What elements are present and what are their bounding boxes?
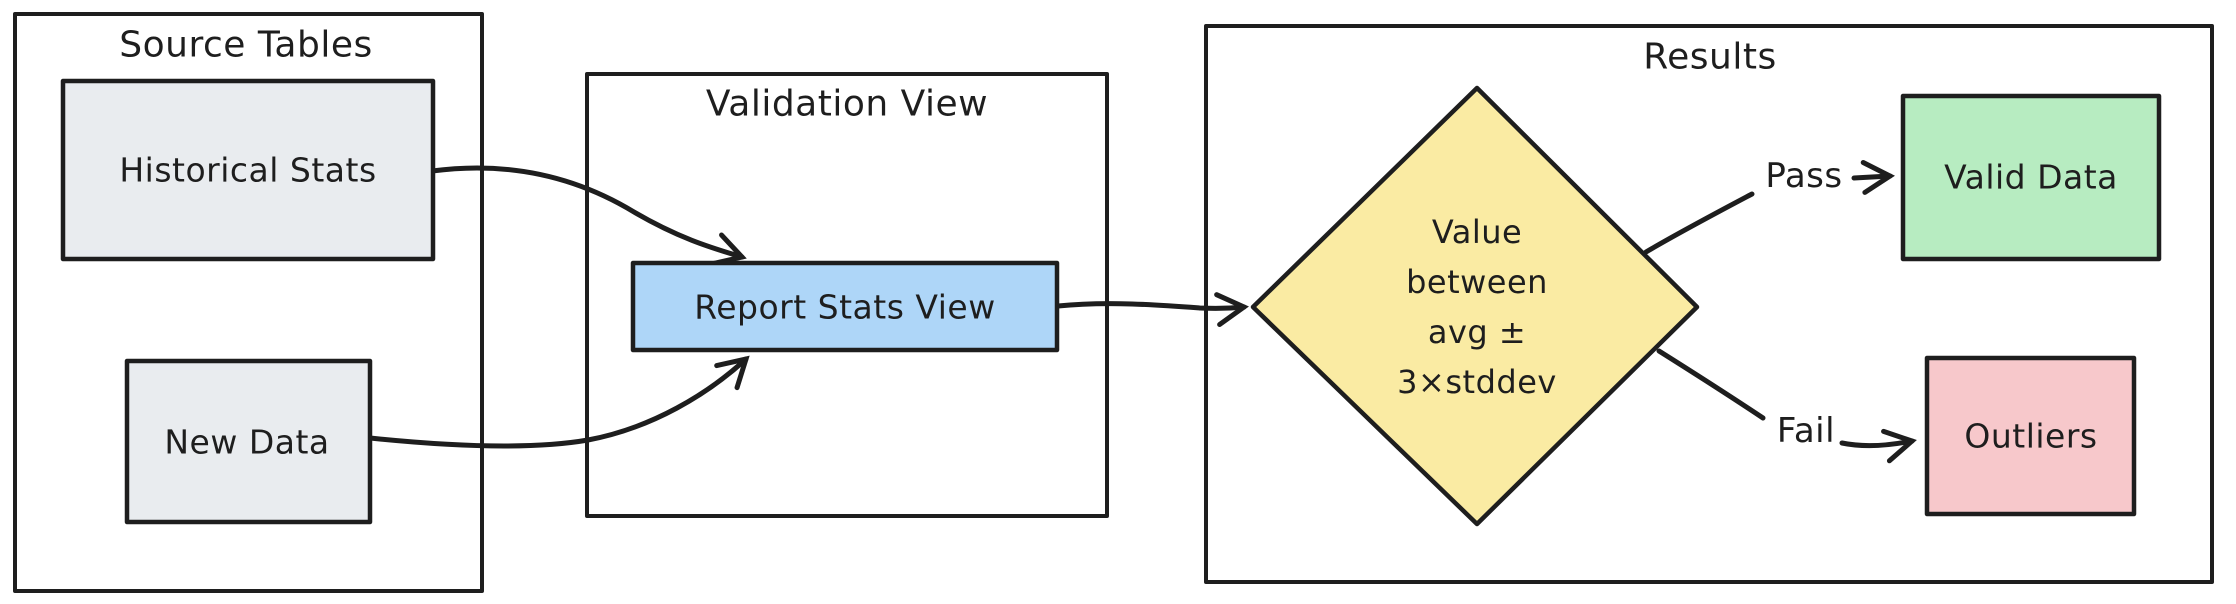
node-historical-stats: Historical Stats xyxy=(60,78,436,262)
report-stats-view-box xyxy=(630,260,1060,353)
decision-line-3: avg ± xyxy=(1428,313,1526,351)
node-new-data: New Data xyxy=(124,358,373,525)
historical-stats-box xyxy=(60,78,436,262)
edge-decision-to-outliers: Fail xyxy=(1656,348,1917,464)
new-data-label: New Data xyxy=(164,423,329,462)
outliers-label: Outliers xyxy=(1964,417,2097,456)
outliers-box xyxy=(1924,355,2137,517)
fail-edge-label: Fail xyxy=(1777,411,1835,451)
source-tables-title: Source Tables xyxy=(119,25,372,66)
edge-newdata-to-report xyxy=(367,355,750,449)
source-tables-container: Source Tables xyxy=(13,12,484,593)
new-data-box xyxy=(124,358,373,525)
node-report-stats-view: Report Stats View xyxy=(630,260,1060,353)
source-tables-frame xyxy=(13,12,484,593)
decision-diamond xyxy=(1250,85,1700,527)
node-valid-data: Valid Data xyxy=(1900,93,2162,262)
edge-fail-line xyxy=(1656,348,1766,421)
validation-view-container: Validation View xyxy=(585,72,1109,518)
results-container: Results xyxy=(1204,24,2214,584)
pass-edge-label: Pass xyxy=(1765,156,1842,196)
decision-line-2: between xyxy=(1406,263,1548,301)
edge-report-to-decision xyxy=(1055,292,1249,328)
decision-line-4: 3×stddev xyxy=(1397,363,1557,401)
valid-data-label: Valid Data xyxy=(1944,158,2118,197)
valid-data-box xyxy=(1900,93,2162,262)
node-outliers: Outliers xyxy=(1924,355,2137,517)
pass-arrowhead xyxy=(1851,159,1895,195)
results-frame xyxy=(1204,24,2214,584)
results-title: Results xyxy=(1643,37,1777,78)
validation-view-frame xyxy=(585,72,1109,518)
node-decision-diamond: Value between avg ± 3×stddev xyxy=(1250,85,1700,527)
historical-stats-label: Historical Stats xyxy=(119,151,376,190)
validation-view-title: Validation View xyxy=(706,84,988,125)
decision-line-1: Value xyxy=(1432,213,1522,251)
report-stats-view-label: Report Stats View xyxy=(694,288,995,327)
edge-decision-to-valid: Pass xyxy=(1643,156,1895,255)
edge-historical-to-report xyxy=(429,165,747,267)
fail-arrowhead xyxy=(1839,428,1917,464)
edge-pass-line xyxy=(1643,191,1755,255)
